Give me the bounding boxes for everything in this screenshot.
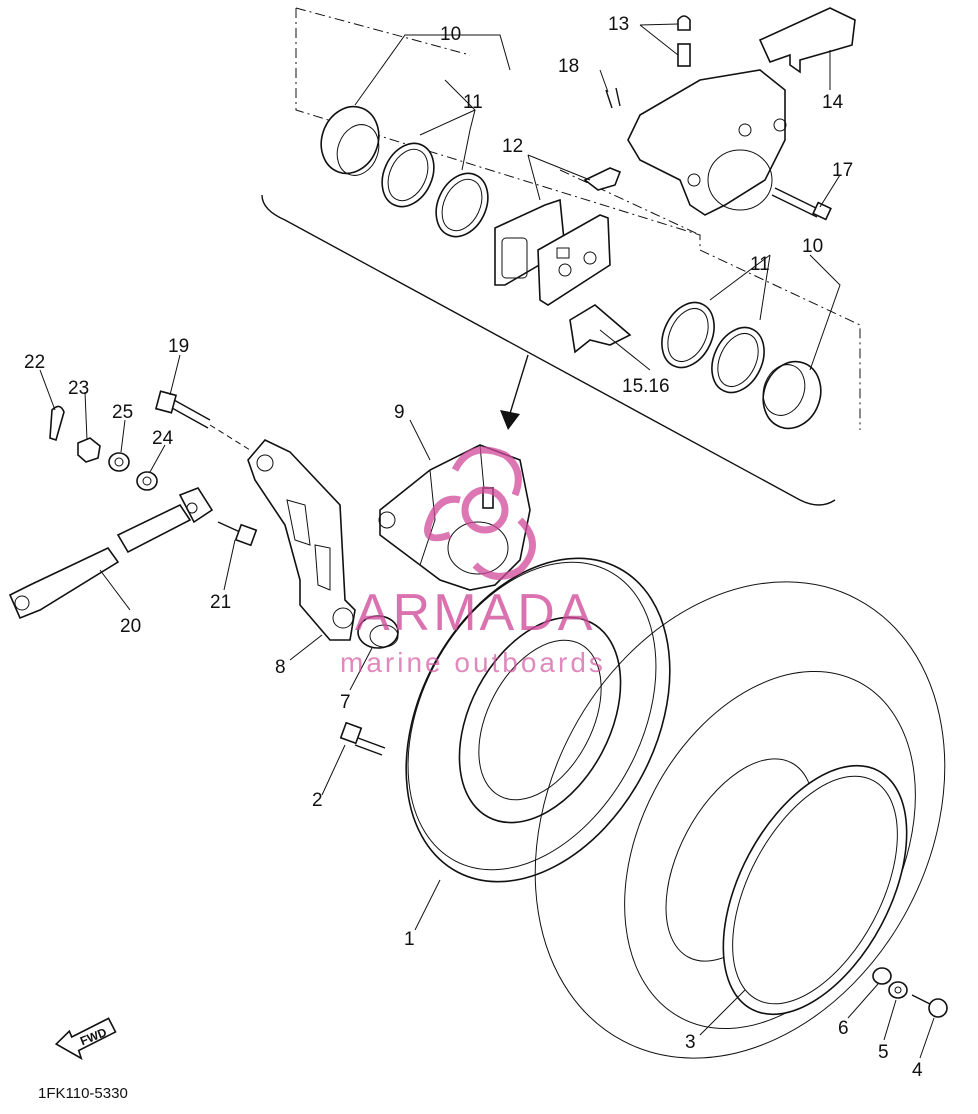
part-label-5: 5	[878, 1042, 889, 1063]
part-label-17: 17	[832, 160, 853, 181]
part-label-12: 12	[502, 136, 523, 157]
brake-disc	[405, 557, 671, 883]
collar	[357, 615, 399, 649]
piston-upper	[320, 105, 380, 176]
part-label-18: 18	[558, 56, 579, 77]
part-label-22: 22	[24, 352, 45, 373]
torque-rod-bolt	[217, 521, 258, 547]
pad-clip	[583, 167, 622, 191]
wheel	[534, 581, 946, 1059]
piston-lower	[762, 360, 822, 430]
torque-rod	[8, 487, 214, 620]
watermark-brand: ARMADA	[355, 584, 595, 642]
part-label-2: 2	[312, 790, 323, 811]
cotter-pin	[49, 405, 65, 442]
piston-seal-upper	[381, 142, 489, 238]
bleed-screw	[677, 15, 691, 67]
retaining-pin	[605, 87, 621, 109]
part-label-25: 25	[112, 402, 133, 423]
brake-pads	[494, 198, 611, 306]
nut	[77, 437, 101, 463]
caliper-cover	[758, 7, 856, 74]
part-label-15-16: 15.16	[622, 376, 670, 397]
part-label-1: 1	[404, 929, 415, 950]
spring-washer-5	[888, 981, 908, 999]
part-label-11: 11	[750, 254, 770, 275]
pad-spring	[569, 304, 632, 354]
part-label-9: 9	[394, 402, 405, 423]
part-label-19: 19	[168, 336, 189, 357]
watermark-tagline: marine outboards	[340, 647, 606, 678]
watermark: ARMADA marine outboards	[340, 446, 606, 678]
part-label-21: 21	[210, 592, 231, 613]
part-label-10: 10	[802, 236, 823, 257]
exploded-caliper-group	[261, 7, 861, 506]
plain-washer	[136, 471, 158, 491]
fwd-label: FWD	[78, 1025, 109, 1048]
part-label-24: 24	[152, 428, 174, 449]
screw-4	[911, 994, 948, 1018]
part-labels: 10 11 12 13 14 18 17 11 10 15.16 9 19 22…	[24, 14, 923, 1081]
part-label-4: 4	[912, 1060, 923, 1081]
disc-bolt	[339, 721, 386, 756]
part-label-14: 14	[822, 92, 844, 113]
piston-seal-lower	[661, 301, 765, 394]
part-label-6: 6	[838, 1018, 849, 1039]
part-label-3: 3	[685, 1032, 696, 1053]
part-label-20: 20	[120, 616, 141, 637]
caliper-bracket	[247, 439, 356, 641]
part-label-11: 11	[463, 92, 483, 113]
part-label-23: 23	[68, 378, 89, 399]
washer-6	[872, 967, 892, 985]
watermark-logo-icon	[424, 446, 536, 580]
forward-direction-arrow: FWD	[54, 1017, 117, 1061]
drawing-code: 1FK110-5330	[38, 1085, 128, 1102]
caliper-bolt	[771, 187, 832, 221]
caliper-body-exploded	[627, 69, 787, 216]
bracket-bolt	[154, 390, 251, 451]
leader-lines	[39, 23, 935, 1059]
part-label-7: 7	[340, 692, 351, 713]
part-label-10: 10	[440, 24, 461, 45]
part-label-8: 8	[275, 657, 286, 678]
assembly-arrow	[500, 354, 529, 430]
part-label-13: 13	[608, 14, 629, 35]
spring-washer	[108, 452, 130, 472]
